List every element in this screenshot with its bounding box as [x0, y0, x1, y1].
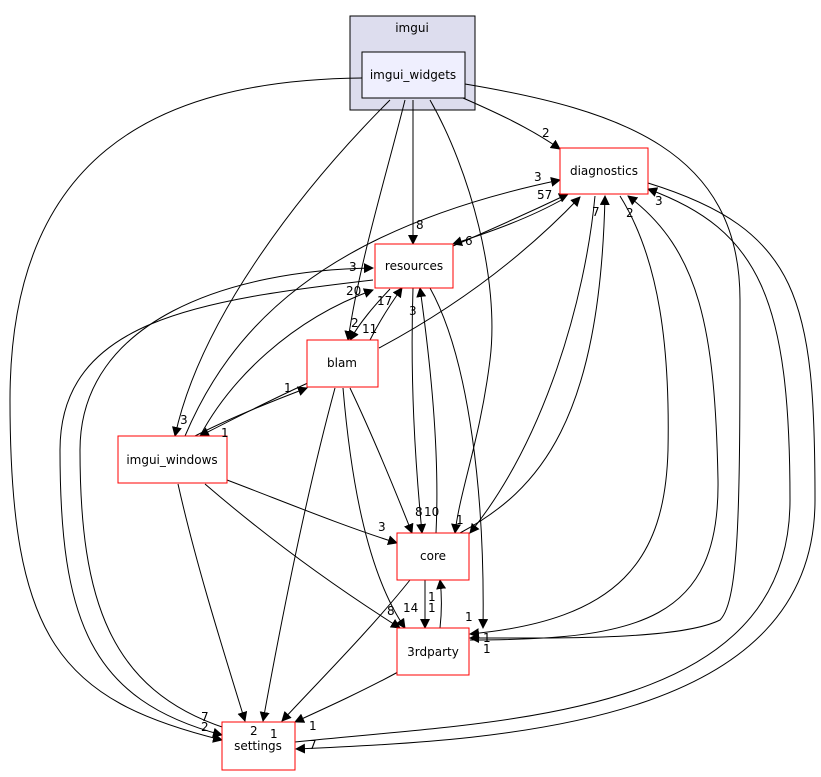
edge-label: 2 [626, 206, 634, 220]
edge-label: 3 [180, 413, 188, 427]
edge-label: 2 [542, 126, 550, 140]
edge-widgets-settings [9, 77, 363, 743]
edge-blam-settings [259, 387, 336, 722]
edge-blam-3rdparty [342, 387, 406, 629]
node-3rdparty[interactable]: 3rdparty [396, 627, 470, 676]
edge-label: 3 [349, 260, 357, 274]
edge-label: 1 [465, 610, 473, 624]
edge-label: 8 [387, 604, 395, 618]
edge-widgets-blam [344, 99, 406, 341]
edge-blam-core [349, 387, 414, 534]
edge-label: 3 [655, 194, 663, 208]
edge-resources-core [411, 287, 427, 534]
edge-label: 11 [362, 322, 377, 336]
edge-label: 1 [483, 642, 491, 656]
edge-label: 7 [592, 205, 600, 219]
edge-label: 8 [415, 505, 423, 519]
edge-core-settings [281, 579, 411, 722]
edge-diagnostics-3rdparty [469, 195, 669, 639]
node-settings[interactable]: settings [221, 721, 296, 771]
node-resources[interactable]: resources [374, 243, 454, 289]
edge-label: 1 [284, 381, 292, 395]
edge-label: 1 [428, 590, 436, 604]
cluster-label: imgui [395, 21, 429, 35]
edge-windows-settings [177, 483, 248, 722]
edge-settings-resources [79, 263, 374, 729]
node-imgui-windows[interactable]: imgui_windows [117, 435, 228, 484]
edge-label: 6 [465, 234, 473, 248]
edge-label: 2 [250, 724, 258, 738]
edge-label: 1 [483, 631, 491, 645]
edge-label: 7 [309, 738, 317, 752]
node-imgui-widgets[interactable]: imgui_widgets [361, 51, 466, 99]
edge-label: 14 [403, 601, 418, 615]
edge-windows-core [226, 479, 398, 546]
edge-diagnostics-settings [295, 182, 816, 754]
edge-blam-resources [369, 287, 403, 341]
edge-label: 57 [537, 188, 552, 202]
edge-core-resources [416, 287, 438, 534]
edge-label: 2 [201, 720, 209, 734]
edge-labels: 2 3 57 7 2 3 8 6 3 20 17 2 11 3 1 3 1 8 … [180, 126, 663, 752]
edge-widgets-diagnostics [462, 97, 561, 150]
edge-windows-3rdparty [204, 483, 401, 629]
edge-label: 1 [456, 513, 464, 527]
edge-label: 7 [201, 710, 209, 724]
node-core-label: core [420, 549, 446, 563]
node-diagnostics[interactable]: diagnostics [559, 147, 649, 195]
node-settings-label: settings [234, 739, 282, 753]
edge-windows-diagnostics [184, 176, 561, 437]
edge-diagnostics-core [469, 195, 596, 534]
edge-resources-blam [349, 288, 391, 341]
edge-label: 3 [409, 304, 417, 318]
edge-label: 8 [416, 218, 424, 232]
edge-label: 1 [428, 601, 436, 615]
node-3rdparty-label: 3rdparty [407, 645, 459, 659]
edge-label: 10 [424, 505, 439, 519]
edge-windows-resources [199, 288, 374, 437]
edge-blam-windows [199, 381, 311, 437]
edge-label: 17 [377, 294, 392, 308]
edge-windows-blam [194, 386, 308, 437]
edge-widgets-windows [172, 99, 391, 437]
node-imgui-widgets-label: imgui_widgets [370, 68, 456, 82]
edge-label: 3 [378, 520, 386, 534]
edge-label: 20 [346, 284, 361, 298]
edge-resources-3rdparty [429, 287, 489, 629]
edge-settings-diagnostics [294, 187, 791, 743]
edge-3rdparty-core [436, 579, 447, 629]
edge-label: 1 [270, 727, 278, 741]
edge-resources-settings [59, 279, 374, 738]
edge-label: 1 [221, 426, 229, 440]
node-core[interactable]: core [396, 532, 470, 581]
edge-3rdparty-diagnostics [469, 195, 719, 641]
edge-label: 1 [309, 719, 317, 733]
node-imgui-windows-label: imgui_windows [126, 453, 217, 467]
edge-label: 2 [351, 316, 359, 330]
edge-diagnostics-resources [452, 197, 566, 246]
node-diagnostics-label: diagnostics [570, 164, 638, 178]
edge-widgets-core [429, 99, 493, 534]
edge-resources-diagnostics [452, 193, 569, 247]
node-blam-label: blam [327, 356, 357, 370]
edge-3rdparty-settings [294, 671, 399, 723]
node-resources-label: resources [385, 259, 443, 273]
edges [9, 77, 816, 754]
edge-widgets-3rdparty [464, 83, 741, 644]
edge-blam-diagnostics [378, 196, 581, 349]
node-blam[interactable]: blam [306, 339, 379, 388]
edge-core-diagnostics [459, 195, 610, 534]
edge-label: 3 [534, 170, 542, 184]
